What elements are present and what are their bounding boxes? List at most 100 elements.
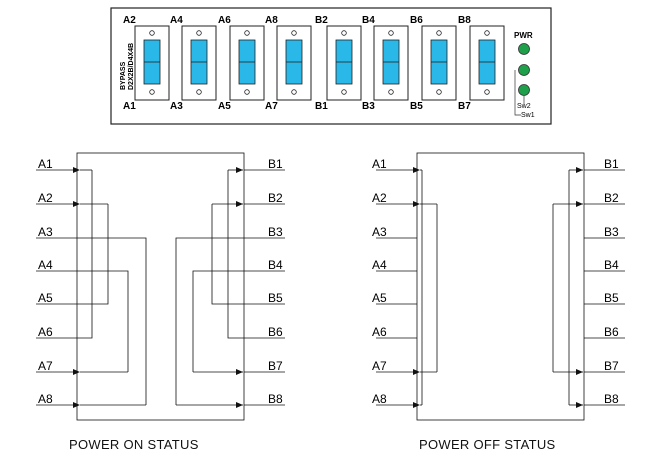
route-b6-b1: [227, 170, 244, 339]
arrow-head: [576, 402, 583, 408]
screw-icon: [149, 30, 155, 36]
sw2-led: [518, 64, 530, 76]
screw-icon: [436, 30, 442, 36]
a-port-label: A2: [372, 191, 387, 205]
port-frame: [326, 25, 362, 101]
sw2-label: Sw2: [517, 103, 531, 110]
b-port-label: B6: [604, 325, 619, 339]
b-port-label: B5: [604, 291, 619, 305]
power-on-caption: POWER ON STATUS: [69, 437, 199, 452]
a-port-label: A2: [38, 191, 53, 205]
switch-enclosure: [76, 152, 245, 421]
a-port-label: A8: [38, 392, 53, 406]
screw-icon: [388, 89, 394, 95]
a-port-label: A6: [38, 325, 53, 339]
b-port-label: B3: [604, 225, 619, 239]
a-port-label: A3: [372, 225, 387, 239]
b-port-label: B2: [604, 191, 619, 205]
screw-icon: [484, 89, 490, 95]
screw-icon: [436, 89, 442, 95]
a-port-label: A1: [38, 157, 53, 171]
sw1-label: Sw1: [521, 112, 535, 119]
a-port-label: A7: [38, 359, 53, 373]
b-port-label: B3: [268, 225, 283, 239]
arrow-head: [236, 402, 243, 408]
b-port-label: B1: [268, 157, 283, 171]
b-port-label: B4: [268, 258, 283, 272]
port-top-label: B4: [362, 15, 375, 26]
port-bottom-label: B3: [362, 101, 375, 112]
port-bottom-label: A7: [265, 101, 278, 112]
b-port-label: B4: [604, 258, 619, 272]
screw-icon: [244, 30, 250, 36]
led-lead-line: [514, 70, 521, 116]
b-port-label: B1: [604, 157, 619, 171]
a-port-label: A4: [38, 258, 53, 272]
device-front-panel: BYPASS D2X2B/D4X4B A2A1A4A3A6A5A8A7B2B1B…: [110, 7, 552, 125]
screw-icon: [341, 30, 347, 36]
b-port-label: B8: [604, 392, 619, 406]
screw-icon: [149, 89, 155, 95]
sw1-led: [518, 84, 530, 96]
b-port-label: B6: [268, 325, 283, 339]
screw-icon: [341, 89, 347, 95]
power-off-caption: POWER OFF STATUS: [419, 437, 556, 452]
route-b5-b2: [211, 204, 244, 305]
port-top-label: A6: [218, 15, 231, 26]
a-port-label: A7: [372, 359, 387, 373]
port-bottom-label: A1: [123, 101, 136, 112]
port-bottom-label: A5: [218, 101, 231, 112]
screw-icon: [484, 30, 490, 36]
route-b4: [192, 270, 244, 372]
a-port-label: A4: [372, 258, 387, 272]
screw-icon: [291, 30, 297, 36]
port-top-label: B6: [410, 15, 423, 26]
a-port-label: A6: [372, 325, 387, 339]
screw-icon: [388, 30, 394, 36]
b-port-label: B8: [268, 392, 283, 406]
port-bottom-label: B1: [315, 101, 328, 112]
a-port-label: A5: [38, 291, 53, 305]
model-label: D2X2B/D4X4B: [128, 43, 135, 90]
port-bottom-label: B5: [410, 101, 423, 112]
arrow-head: [576, 167, 583, 173]
a-port-label: A8: [372, 392, 387, 406]
route-b3: [175, 237, 244, 405]
b-port-label: B7: [604, 359, 619, 373]
arrow-head: [236, 369, 243, 375]
a-port-label: A5: [372, 291, 387, 305]
pwr-led: [518, 43, 530, 55]
route-a5-a2: [77, 204, 109, 305]
screw-icon: [196, 30, 202, 36]
a-port-label: A3: [38, 225, 53, 239]
port-bottom-label: A3: [170, 101, 183, 112]
screw-icon: [244, 89, 250, 95]
port-top-label: B8: [458, 15, 471, 26]
arrow-head: [576, 369, 583, 375]
b-port-label: B5: [268, 291, 283, 305]
screw-icon: [291, 89, 297, 95]
arrow-head: [236, 167, 243, 173]
b-port-label: B2: [268, 191, 283, 205]
arrow-head: [576, 201, 583, 207]
route-a4: [77, 270, 129, 372]
switch-enclosure: [416, 152, 585, 421]
screw-icon: [196, 89, 202, 95]
route-a3: [77, 237, 147, 405]
port-top-label: A2: [123, 15, 136, 26]
port-bottom-label: B7: [458, 101, 471, 112]
port-top-label: A8: [265, 15, 278, 26]
route-a6-a1: [77, 170, 93, 339]
